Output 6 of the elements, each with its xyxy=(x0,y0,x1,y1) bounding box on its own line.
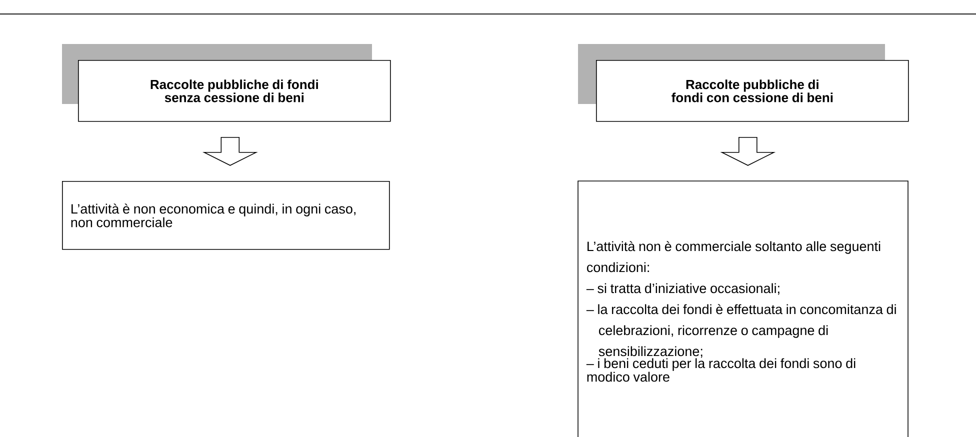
text-box: L’attività è non economica e quindi, in ogni caso, non commerciale xyxy=(62,181,390,250)
title-box: Raccolte pubbliche di fondi senza cessione di beni xyxy=(78,60,391,122)
block-arrow xyxy=(720,137,776,166)
block-arrow xyxy=(202,137,258,166)
text-box: L’attività non è commerciale soltanto alle seguenti condizioni: – si tratta d’iniziative occasionali; – la raccolta dei fondi è effettuata in concomitanza di celebrazioni, ricorrenze o campagne di sensibilizzazione; – i beni ceduti per la raccolta dei fondi sono di modico valore xyxy=(578,180,908,437)
title-box: Raccolte pubbliche di fondi con cessione di beni xyxy=(596,60,909,122)
